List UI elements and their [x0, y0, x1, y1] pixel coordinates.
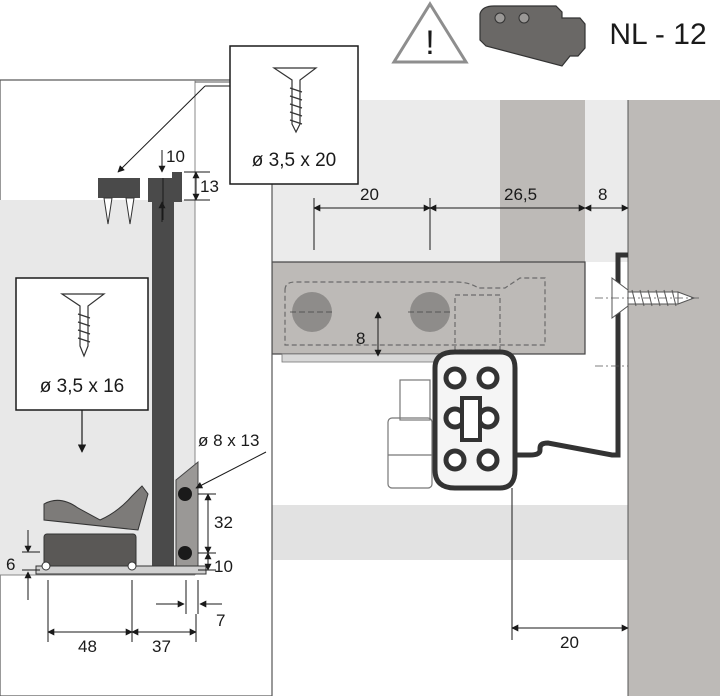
dim-37: 37 — [152, 637, 171, 656]
dim-6: 6 — [6, 555, 15, 574]
warning-triangle-icon — [391, 1, 469, 64]
screw-callout-left: ø 3,5 x 16 — [15, 277, 149, 453]
screw-icon — [272, 67, 318, 134]
dim-7: 7 — [216, 611, 225, 630]
dim-13: 13 — [200, 177, 219, 196]
dim-10-top: 10 — [166, 147, 185, 166]
locking-device-icon — [479, 5, 586, 67]
cabinet-section — [272, 100, 720, 696]
side-wall — [628, 100, 720, 696]
dim-8-right: 8 — [598, 185, 607, 204]
dim-48: 48 — [78, 637, 97, 656]
runner-profile — [387, 252, 628, 491]
runner-post — [148, 172, 182, 568]
dowel-holes — [290, 292, 452, 332]
dim-8-mid: 8 — [356, 329, 365, 348]
dim-20-top: 20 — [360, 185, 379, 204]
side-wall-screw — [595, 277, 700, 367]
dimension-lines — [22, 150, 629, 642]
screw-icon-small — [60, 293, 106, 358]
hole-label: ø 8 x 13 — [198, 431, 259, 450]
bracket — [175, 460, 199, 569]
screw-callout-top: ø 3,5 x 20 — [117, 45, 359, 185]
dim-10-bottom: 10 — [214, 557, 233, 576]
header: ! NL - 12 — [391, 1, 707, 67]
warning-mark: ! — [425, 24, 434, 62]
dim-26-5: 26,5 — [504, 185, 537, 204]
drawer-top-screws — [98, 178, 140, 225]
dim-20-bottom: 20 — [560, 633, 579, 652]
screw-top-label: ø 3,5 x 20 — [252, 150, 337, 171]
screw-left-label: ø 3,5 x 16 — [40, 376, 125, 397]
product-code: NL - 12 — [609, 18, 706, 51]
dimension-labels: 10 13 20 26,5 8 8 ø 8 x 13 32 10 6 7 48 … — [6, 147, 607, 656]
dim-32: 32 — [214, 513, 233, 532]
